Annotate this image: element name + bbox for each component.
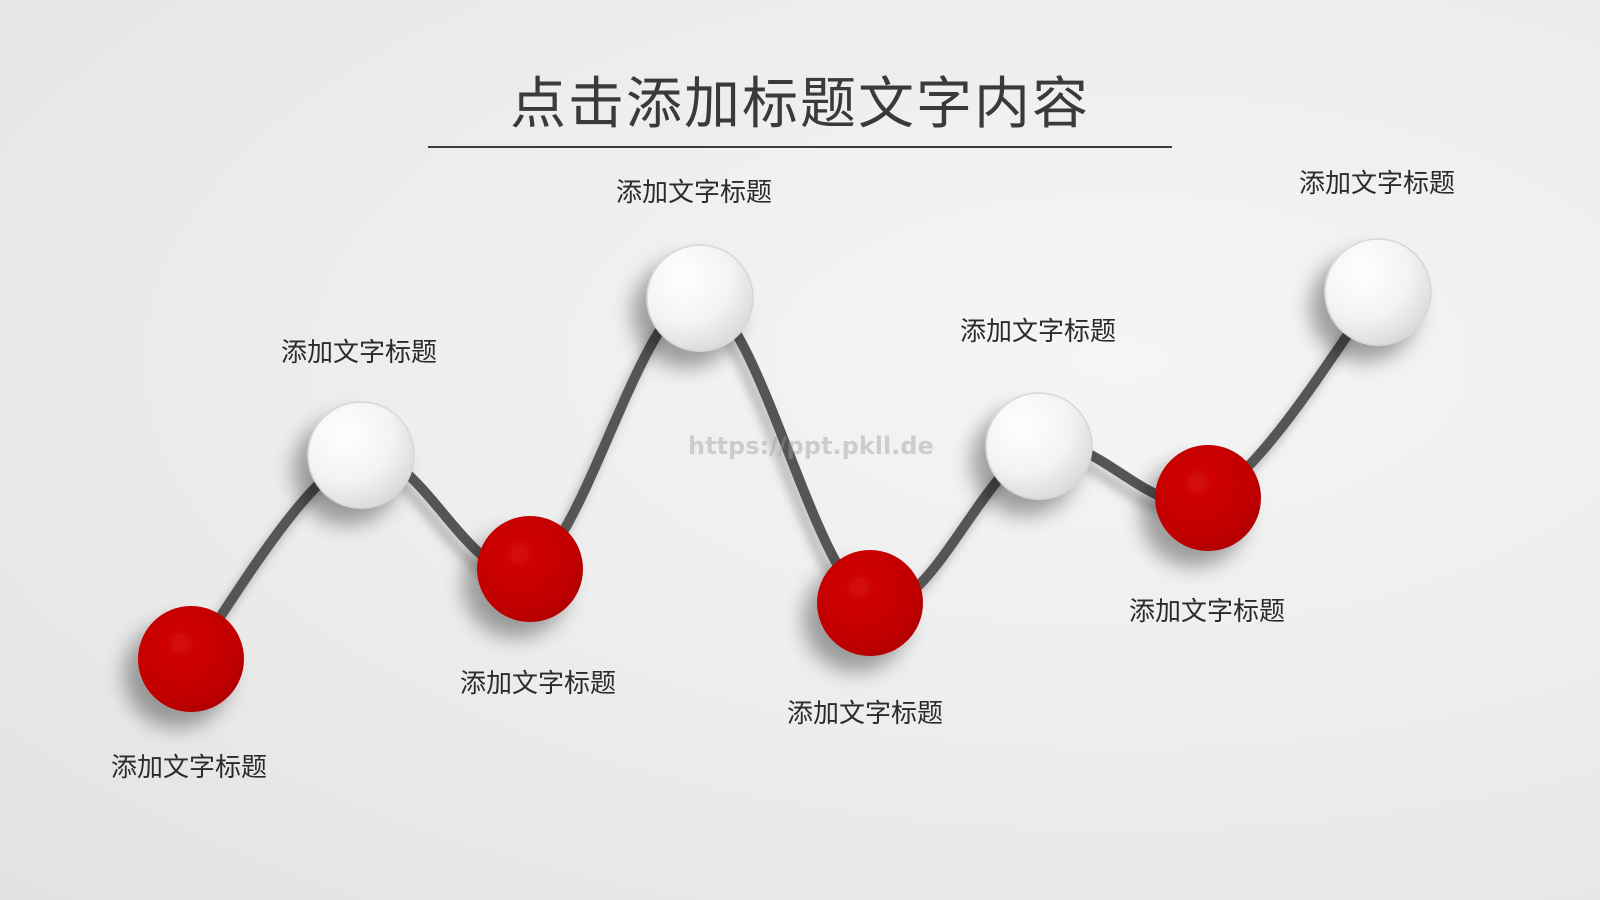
red-node-7[interactable] [1155, 445, 1261, 551]
node-label-7[interactable]: 添加文字标题 [1128, 597, 1286, 627]
red-node-3[interactable] [477, 516, 583, 622]
watermark-text: https://ppt.pkll.de [688, 432, 934, 460]
title-underline [428, 146, 1172, 148]
node-label-2[interactable]: 添加文字标题 [280, 338, 438, 368]
node-label-4[interactable]: 添加文字标题 [615, 178, 773, 208]
white-node-8[interactable] [1324, 238, 1432, 346]
red-node-1[interactable] [138, 606, 244, 712]
node-label-5[interactable]: 添加文字标题 [786, 699, 944, 729]
white-node-2[interactable] [307, 401, 415, 509]
node-label-6[interactable]: 添加文字标题 [959, 317, 1117, 347]
node-label-3[interactable]: 添加文字标题 [459, 669, 617, 699]
white-node-6[interactable] [985, 392, 1093, 500]
node-label-8[interactable]: 添加文字标题 [1298, 169, 1456, 199]
node-label-1[interactable]: 添加文字标题 [110, 753, 268, 783]
red-node-5[interactable] [817, 550, 923, 656]
white-node-4[interactable] [646, 244, 754, 352]
slide-title[interactable]: 点击添加标题文字内容 [510, 72, 1090, 137]
